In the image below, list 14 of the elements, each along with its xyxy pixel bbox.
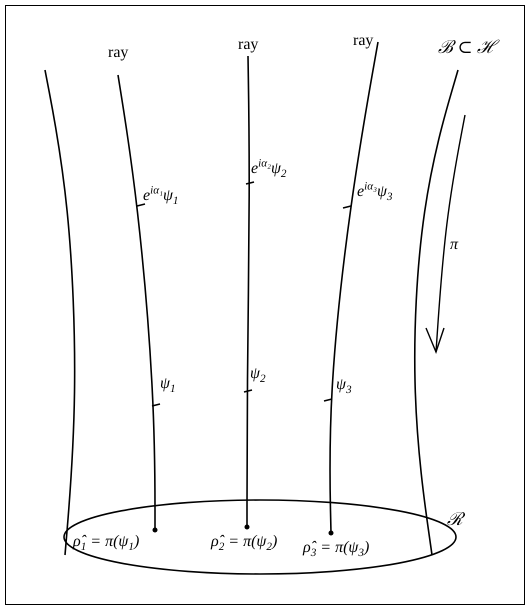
ray-label: ray [353, 32, 374, 50]
math-label: e$^{iα₁}$ψ$_{1}$ [143, 187, 179, 205]
math-label: ψ$_{1}$ [160, 375, 176, 393]
math-label: e$^{iα₃}$ψ$_{3}$ [357, 183, 393, 201]
math-label: e$^{iα₂}$ψ$_{2}$ [251, 160, 287, 178]
math-label: ρ̂$_{2}$ = π(ψ$_{2}$) [211, 533, 278, 551]
ray-label: ray [108, 44, 128, 62]
math-label: π [450, 236, 458, 254]
math-label: ψ$_{2}$ [250, 365, 266, 383]
space-symbol: ℛ [447, 510, 463, 530]
ray-label: ray [238, 36, 258, 54]
math-label: ρ̂$_{3}$ = π(ψ$_{3}$) [303, 539, 370, 557]
math-label: ρ̂$_{1}$ = π(ψ$_{1}$) [73, 533, 140, 551]
math-label: ψ$_{3}$ [336, 376, 352, 394]
